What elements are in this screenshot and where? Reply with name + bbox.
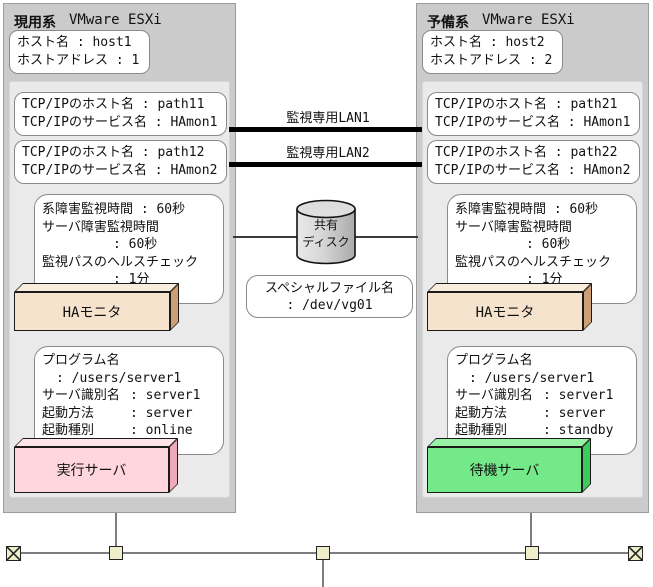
active-network-drop-line bbox=[115, 513, 117, 547]
standby-system-title: 予備系 VMware ESXi bbox=[427, 12, 575, 32]
start-type-label: 起動種別 bbox=[455, 423, 508, 439]
tcp-host-name: TCP/IPのホスト名 : path11 bbox=[22, 97, 205, 112]
program-name-value: : /users/server1 bbox=[56, 370, 182, 386]
server-fault-time-value: : 60秒 bbox=[113, 237, 158, 253]
special-file-box: スペシャルファイル名 : /dev/vg01 bbox=[246, 275, 413, 318]
center-network-drop-line bbox=[322, 559, 324, 587]
healthcheck-label: 監視パスのヘルスチェック bbox=[42, 254, 199, 270]
network-tap-icon bbox=[316, 546, 330, 560]
start-method-row: 起動方法 : server bbox=[455, 405, 632, 423]
tcp-path1-box: TCP/IPのホスト名 : path11 TCP/IPのサービス名 : HAmo… bbox=[14, 92, 227, 136]
monitoring-lan1-line bbox=[229, 127, 422, 132]
tcp-host-name: TCP/IPのホスト名 : path21 bbox=[435, 97, 618, 112]
standby-system-panel: 予備系 VMware ESXi ホスト名 : host2 ホストアドレス : 2… bbox=[416, 3, 649, 513]
lan2-label: 監視専用LAN2 bbox=[286, 146, 370, 161]
active-system-title: 現用系 VMware ESXi bbox=[14, 12, 162, 32]
start-method-value: : server bbox=[130, 405, 193, 421]
start-method-label: 起動方法 bbox=[455, 405, 508, 421]
tcp-path2-box: TCP/IPのホスト名 : path12 TCP/IPのサービス名 : HAmo… bbox=[14, 140, 227, 184]
disk-label-line1: 共有 bbox=[313, 218, 338, 232]
server-fault-time-label: サーバ障害監視時間 bbox=[42, 219, 159, 235]
box-side-face bbox=[170, 283, 179, 331]
box-top-face bbox=[427, 283, 592, 292]
host-info-box: ホスト名 : host1 ホストアドレス : 1 bbox=[9, 30, 150, 74]
tcp-host-name: TCP/IPのホスト名 : path22 bbox=[435, 145, 618, 160]
program-name-value: : /users/server1 bbox=[469, 370, 595, 386]
server-id-value: : server1 bbox=[130, 388, 201, 404]
start-type-value: : online bbox=[130, 423, 193, 439]
box-top-face bbox=[427, 438, 591, 447]
start-method-label: 起動方法 bbox=[42, 405, 95, 421]
host-name: ホスト名 : host2 bbox=[430, 35, 545, 50]
start-method-value: : server bbox=[543, 405, 606, 421]
system-fault-time: 系障害監視時間 : 60秒 bbox=[455, 202, 599, 217]
start-method-row: 起動方法 : server bbox=[42, 405, 219, 423]
standby-network-drop-line bbox=[530, 513, 532, 547]
ha-monitor-box: HAモニタ bbox=[427, 283, 593, 331]
special-file-value: : /dev/vg01 bbox=[286, 298, 373, 313]
ha-monitor-label: HAモニタ bbox=[62, 304, 122, 321]
server-fault-time-value: : 60秒 bbox=[526, 237, 571, 253]
program-settings-box: プログラム名 : /users/server1 サーバ識別名 : server1… bbox=[447, 346, 637, 455]
shared-disk-icon bbox=[295, 199, 357, 266]
box-front-face: 実行サーバ bbox=[14, 447, 169, 493]
terminator-icon bbox=[6, 546, 21, 561]
tcp-service-name: TCP/IPのサービス名 : HAmon2 bbox=[435, 163, 631, 178]
platform-label: VMware ESXi bbox=[482, 12, 575, 28]
tcp-service-name: TCP/IPのサービス名 : HAmon2 bbox=[22, 163, 218, 178]
host-name: ホスト名 : host1 bbox=[17, 35, 132, 50]
standby-server-box: 待機サーバ bbox=[427, 438, 592, 493]
exec-server-label: 実行サーバ bbox=[56, 463, 127, 479]
server-id-row: サーバ識別名 : server1 bbox=[455, 387, 632, 405]
server-fault-time-label: サーバ障害監視時間 bbox=[455, 219, 572, 235]
lan1-label: 監視専用LAN1 bbox=[286, 111, 370, 126]
server-id-value: : server1 bbox=[543, 388, 614, 404]
shared-disk-label: 共有 ディスク bbox=[295, 217, 357, 251]
box-side-face bbox=[583, 283, 592, 331]
special-file-label: スペシャルファイル名 bbox=[264, 281, 395, 296]
network-tap-icon bbox=[109, 546, 123, 560]
program-name-label: プログラム名 bbox=[455, 353, 533, 368]
box-top-face bbox=[14, 283, 179, 292]
host-address: ホストアドレス : 2 bbox=[430, 53, 553, 68]
program-name-label: プログラム名 bbox=[42, 353, 120, 368]
active-system-panel: 現用系 VMware ESXi ホスト名 : host1 ホストアドレス : 1… bbox=[3, 3, 236, 513]
host-address: ホストアドレス : 1 bbox=[17, 53, 140, 68]
start-type-value: : standby bbox=[543, 423, 614, 439]
box-front-face: HAモニタ bbox=[427, 292, 583, 331]
standby-server-label: 待機サーバ bbox=[469, 463, 540, 479]
server-id-label: サーバ識別名 bbox=[42, 388, 120, 404]
tcp-service-name: TCP/IPのサービス名 : HAmon1 bbox=[22, 115, 218, 130]
system-type-label: 現用系 bbox=[14, 15, 56, 31]
server-id-row: サーバ識別名 : server1 bbox=[42, 387, 219, 405]
box-top-face bbox=[14, 438, 178, 447]
healthcheck-label: 監視パスのヘルスチェック bbox=[455, 254, 612, 270]
start-type-label: 起動種別 bbox=[42, 423, 95, 439]
box-front-face: 待機サーバ bbox=[427, 447, 582, 493]
system-fault-time: 系障害監視時間 : 60秒 bbox=[42, 202, 186, 217]
server-id-label: サーバ識別名 bbox=[455, 388, 533, 404]
ha-monitor-label: HAモニタ bbox=[475, 304, 535, 321]
program-settings-box: プログラム名 : /users/server1 サーバ識別名 : server1… bbox=[34, 346, 224, 455]
ha-monitor-box: HAモニタ bbox=[14, 283, 180, 331]
host-info-box: ホスト名 : host2 ホストアドレス : 2 bbox=[422, 30, 563, 74]
box-front-face: HAモニタ bbox=[14, 292, 170, 331]
start-type-row: 起動種別 : standby bbox=[455, 422, 632, 440]
tcp-path1-box: TCP/IPのホスト名 : path21 TCP/IPのサービス名 : HAmo… bbox=[427, 92, 640, 136]
tcp-host-name: TCP/IPのホスト名 : path12 bbox=[22, 145, 205, 160]
monitoring-lan2-line bbox=[229, 162, 422, 167]
terminator-icon bbox=[628, 546, 643, 561]
tcp-path2-box: TCP/IPのホスト名 : path22 TCP/IPのサービス名 : HAmo… bbox=[427, 140, 640, 184]
box-side-face bbox=[169, 438, 178, 493]
start-type-row: 起動種別 : online bbox=[42, 422, 219, 440]
tcp-service-name: TCP/IPのサービス名 : HAmon1 bbox=[435, 115, 631, 130]
platform-label: VMware ESXi bbox=[69, 12, 162, 28]
network-tap-icon bbox=[525, 546, 539, 560]
box-side-face bbox=[582, 438, 591, 493]
system-type-label: 予備系 bbox=[427, 15, 469, 31]
exec-server-box: 実行サーバ bbox=[14, 438, 179, 493]
disk-label-line2: ディスク bbox=[302, 235, 350, 249]
